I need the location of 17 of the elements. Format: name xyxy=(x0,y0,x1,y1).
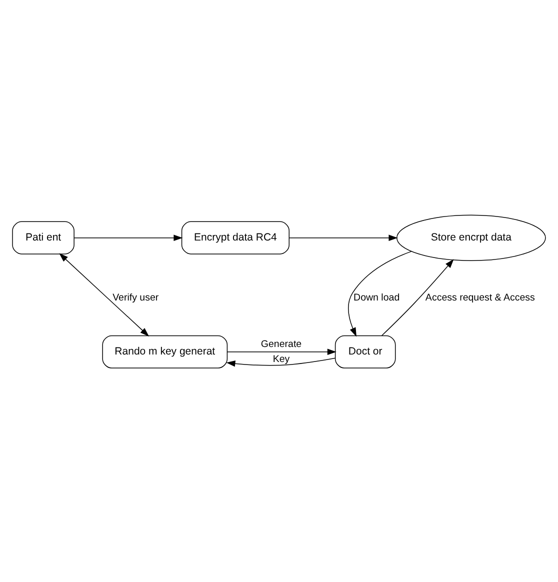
arrow xyxy=(348,250,412,336)
arrow xyxy=(226,348,336,355)
node-box: Doct or xyxy=(334,334,396,368)
node-ellipse: Store encrpt data xyxy=(396,214,546,260)
edge-label: Verify user xyxy=(112,292,159,304)
edge-label: Key xyxy=(272,353,290,364)
arrow xyxy=(226,357,336,366)
edge-label: Down load xyxy=(354,292,400,304)
node-box: Rando m key generat xyxy=(102,334,228,368)
edge-label: Generate xyxy=(260,338,302,350)
arrow xyxy=(59,252,150,336)
arrow xyxy=(288,234,398,240)
edge-label: Access request & Access xyxy=(425,292,535,304)
arrow xyxy=(74,234,183,240)
node-box: Pati ent xyxy=(12,220,74,254)
node-box: Encrypt data RC4 xyxy=(181,220,290,254)
arrow xyxy=(382,258,454,336)
